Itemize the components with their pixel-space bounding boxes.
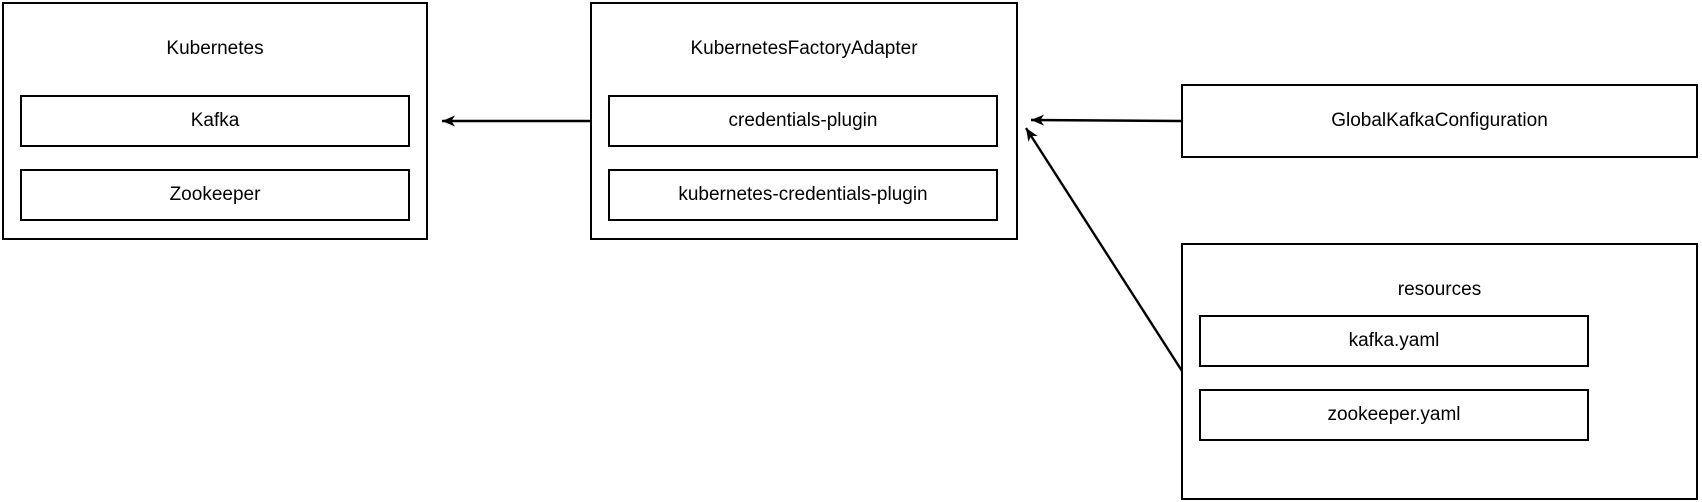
node-zookeeper[interactable]: Zookeeper <box>20 169 410 221</box>
node-kubernetes-factory-adapter-title: KubernetesFactoryAdapter <box>690 38 918 59</box>
node-zookeeper-yaml-label: zookeeper.yaml <box>1327 404 1461 425</box>
node-kafka[interactable]: Kafka <box>20 95 410 147</box>
node-global-kafka-configuration-label: GlobalKafkaConfiguration <box>1331 110 1548 131</box>
edge-config-to-adapter <box>1030 114 1182 126</box>
node-kubernetes-credentials-plugin-label: kubernetes-credentials-plugin <box>678 184 928 205</box>
node-kubernetes-credentials-plugin[interactable]: kubernetes-credentials-plugin <box>608 169 998 221</box>
node-credentials-plugin[interactable]: credentials-plugin <box>608 95 998 147</box>
node-credentials-plugin-label: credentials-plugin <box>728 110 878 131</box>
node-kafka-yaml-label: kafka.yaml <box>1348 330 1440 351</box>
node-kubernetes-title: Kubernetes <box>166 38 264 59</box>
node-kafka-yaml[interactable]: kafka.yaml <box>1199 315 1589 367</box>
node-global-kafka-configuration[interactable]: GlobalKafkaConfiguration <box>1181 84 1698 158</box>
node-resources[interactable]: resources <box>1181 243 1698 500</box>
node-zookeeper-label: Zookeeper <box>169 184 261 205</box>
edge-resources-to-adapter <box>1024 127 1184 372</box>
node-kafka-label: Kafka <box>190 110 240 131</box>
node-zookeeper-yaml[interactable]: zookeeper.yaml <box>1199 389 1589 441</box>
node-resources-title: resources <box>1397 279 1482 300</box>
